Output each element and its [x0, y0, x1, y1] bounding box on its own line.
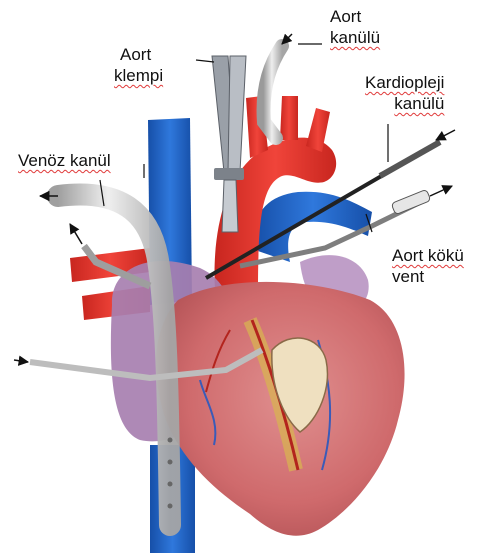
label-venoz-kanul: Venöz kanül: [18, 150, 111, 171]
label-aort-klempi-line2: klempi: [114, 65, 163, 86]
label-aort-kanulu-line2: kanülü: [330, 27, 380, 48]
label-aort-klempi: Aort klempi: [114, 44, 163, 86]
arrow-cardioplegia: [436, 130, 455, 140]
label-aort-kanulu-line1: Aort: [330, 6, 380, 27]
leader-aort-klempi: [196, 60, 214, 62]
left-carotid-artery: [280, 96, 298, 140]
cardioplegia-hub: [380, 142, 440, 176]
arrow-root-vent: [430, 186, 452, 196]
aortic-root-vent-hub: [391, 189, 431, 214]
label-kardiopleji-line2: kanülü: [365, 93, 444, 114]
label-aort-klempi-line1: Aort: [114, 44, 163, 65]
aortic-cannula: [264, 46, 282, 138]
label-kardiopleji-kanulu: Kardiopleji kanülü: [365, 72, 444, 114]
label-aort-koku-vent: Aort kökü vent: [392, 245, 464, 287]
arrow-retrograde: [14, 360, 28, 362]
label-kardiopleji-line1: Kardiopleji: [365, 72, 444, 93]
label-aort-kanulu: Aort kanülü: [330, 6, 380, 48]
label-aort-koku-vent-line2: vent: [392, 266, 464, 287]
label-venoz-kanul-text: Venöz kanül: [18, 151, 111, 170]
arrow-left-vent: [70, 224, 82, 244]
label-aort-koku-vent-line1: Aort kökü: [392, 245, 464, 266]
